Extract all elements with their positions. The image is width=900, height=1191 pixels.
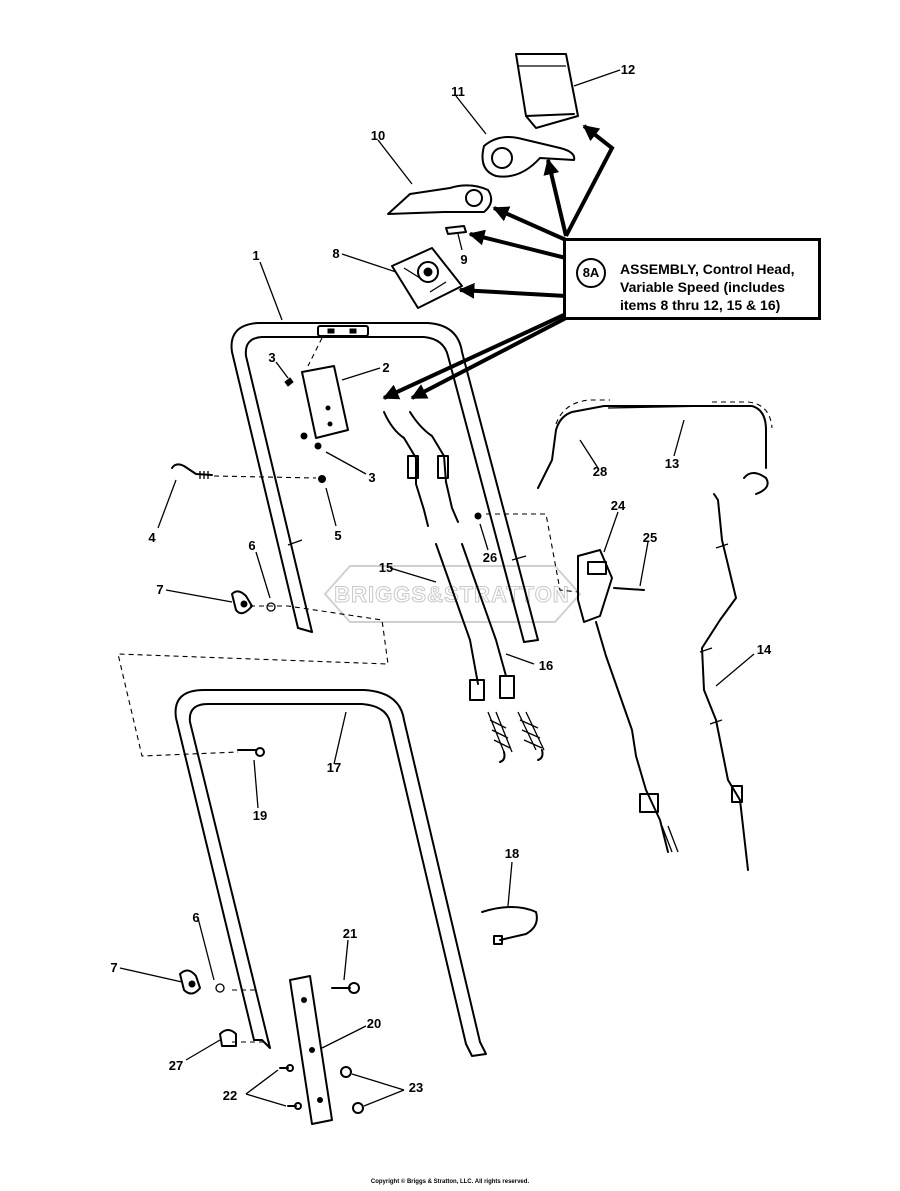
callout-7a: 7 (156, 582, 163, 597)
callout-11: 11 (451, 84, 465, 99)
mounting-plate (219, 975, 364, 1125)
wing-knob-lower (179, 969, 225, 995)
callout-25: 25 (643, 530, 657, 545)
upper-handle (230, 322, 539, 643)
lower-handle (174, 689, 487, 1057)
callout-27: 27 (169, 1058, 183, 1073)
callout-2: 2 (382, 360, 389, 375)
callout-8: 8 (332, 246, 339, 261)
callout-21: 21 (343, 926, 357, 941)
cable-tie (481, 906, 538, 945)
assembly-description: ASSEMBLY, Control Head, Variable Speed (… (620, 261, 795, 313)
callout-15: 15 (379, 560, 393, 575)
callout-7b: 7 (110, 960, 117, 975)
callout-26: 26 (483, 550, 497, 565)
callout-5: 5 (334, 528, 341, 543)
assembly-badge: 8A (576, 258, 606, 288)
briggs-stratton-watermark: BRIGGS&STRATTON (323, 565, 582, 623)
callout-13: 13 (665, 456, 679, 471)
assembly-legend-box: 8A ASSEMBLY, Control Head, Variable Spee… (563, 238, 821, 320)
callout-3a: 3 (268, 350, 275, 365)
bail-rod (537, 399, 773, 495)
callout-14: 14 (757, 642, 772, 657)
bracket-plate (301, 337, 349, 439)
wing-knob-upper (117, 590, 389, 757)
assembly-arrows (382, 124, 615, 400)
bolt-19 (237, 747, 265, 757)
callout-23: 23 (409, 1080, 423, 1095)
callout-9: 9 (460, 252, 467, 267)
cable-bracket (577, 549, 679, 853)
callout-28: 28 (593, 464, 607, 479)
cable-14 (699, 493, 749, 871)
callout-1: 1 (252, 248, 259, 263)
callout-4: 4 (148, 530, 156, 545)
callout-12: 12 (621, 62, 635, 77)
callout-17: 17 (327, 760, 341, 775)
screws (284, 377, 322, 450)
callout-16: 16 (539, 658, 553, 673)
callout-22: 22 (223, 1088, 237, 1103)
callout-6b: 6 (192, 910, 199, 925)
leader-lines (119, 69, 755, 1107)
callout-6a: 6 (248, 538, 255, 553)
copyright-notice: Copyright © Briggs & Stratton, LLC. All … (370, 1179, 530, 1185)
callout-24: 24 (611, 498, 626, 513)
control-head-parts (387, 53, 579, 309)
control-cables (383, 411, 545, 763)
callout-numbers: 1 2 3 3 4 5 6 7 8 9 10 11 12 13 14 15 16… (110, 62, 772, 1103)
knob-bolt (171, 463, 326, 483)
callout-3b: 3 (368, 470, 375, 485)
callout-19: 19 (253, 808, 267, 823)
watermark-text: BRIGGS&STRATTON (334, 582, 569, 607)
nut-26 (474, 512, 579, 593)
callout-10: 10 (371, 128, 385, 143)
callout-18: 18 (505, 846, 519, 861)
callout-20: 20 (367, 1016, 381, 1031)
